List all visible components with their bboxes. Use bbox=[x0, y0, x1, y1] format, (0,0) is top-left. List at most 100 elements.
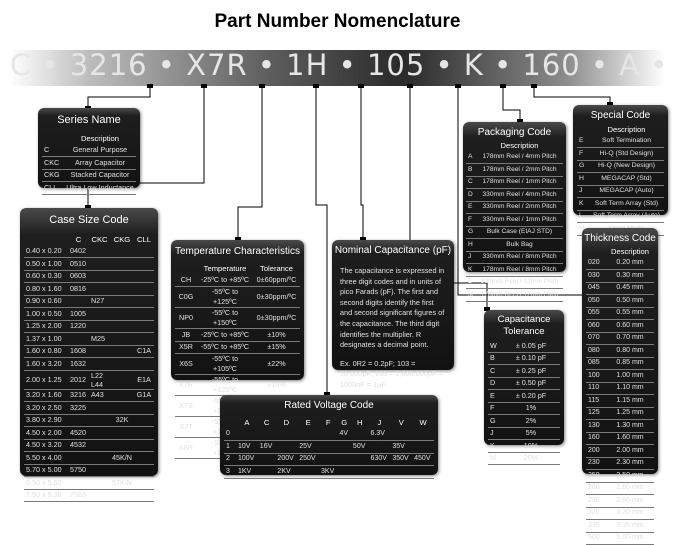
table-cell: 3.80 x 2.90 bbox=[24, 414, 68, 427]
table-cell bbox=[390, 465, 413, 479]
table-cell: 4.50 x 3.20 bbox=[24, 439, 68, 452]
nominal-capacitance-description: The capacitance is expressed in three di… bbox=[340, 266, 445, 350]
table-cell bbox=[89, 357, 110, 371]
table-cell: 1.15 mm bbox=[606, 394, 654, 408]
table-header-cell: J bbox=[377, 417, 382, 427]
table-cell: 5.50 x 4.00 bbox=[24, 451, 68, 465]
table-cell: 1.37 x 1.00 bbox=[24, 332, 68, 346]
table-cell: F bbox=[466, 213, 476, 227]
table-cell: Soft Termination bbox=[589, 135, 664, 148]
table-row: X6S-55ºC to +105ºC±22% bbox=[175, 353, 300, 375]
table-cell: M bbox=[466, 288, 476, 302]
table-cell: 030 bbox=[586, 269, 606, 283]
table-cell: -55ºC to +150ºC bbox=[197, 307, 253, 329]
rated-voltage-title: Rated Voltage Code bbox=[284, 400, 374, 411]
table-cell: 1632 bbox=[68, 357, 89, 371]
table-cell bbox=[319, 440, 338, 454]
table-cell: 7563 bbox=[68, 489, 89, 502]
table-cell: K bbox=[466, 263, 476, 277]
table-cell: 2.90 mm bbox=[606, 494, 654, 508]
table-header-row: Description bbox=[577, 124, 664, 136]
table-cell bbox=[257, 465, 276, 479]
table-cell: K bbox=[488, 439, 502, 453]
table-cell bbox=[133, 401, 154, 415]
table-header-row: Description bbox=[42, 133, 136, 145]
table-cell bbox=[110, 345, 134, 358]
table-cell bbox=[350, 465, 369, 479]
table-cell: 3KV bbox=[319, 465, 338, 479]
table-header-cell bbox=[577, 124, 589, 136]
table-cell: MEGACAP (Auto) bbox=[589, 185, 664, 198]
table-cell bbox=[89, 476, 110, 490]
table-cell: 7.50 x 6.30 bbox=[24, 489, 68, 502]
table-cell: 1005 bbox=[68, 307, 89, 321]
table-cell: C bbox=[42, 144, 64, 157]
table-cell: 1.60 x 3.20 bbox=[24, 357, 68, 371]
table-cell: A43 bbox=[89, 389, 110, 402]
table-cell: 2.30 mm bbox=[606, 457, 654, 470]
table-cell: 178mm Reel / 1mm Pitch bbox=[476, 176, 563, 189]
table-cell bbox=[133, 282, 154, 296]
table-cell: B bbox=[466, 163, 476, 177]
table-cell: 100 bbox=[586, 369, 606, 383]
table-cell: L bbox=[466, 276, 476, 289]
table-cell: ± 0.10 pF bbox=[502, 352, 560, 365]
table-cell: -55ºC to +125ºC bbox=[197, 286, 253, 308]
table-cell bbox=[337, 440, 351, 454]
table-cell: NP0 bbox=[175, 307, 197, 329]
table-cell: 0.55 mm bbox=[606, 307, 654, 320]
table-cell: H bbox=[577, 172, 589, 186]
part-number-code: C • 3216 • X7R • 1H • 105 • K • 160 • A … bbox=[10, 48, 675, 82]
table-cell bbox=[89, 320, 110, 333]
table-cell bbox=[110, 489, 134, 502]
table-cell: E1A bbox=[133, 370, 154, 390]
table-cell: 5.70 x 5.00 bbox=[24, 464, 68, 477]
table-header-cell: F bbox=[325, 417, 331, 427]
table-row: D± 0.50 pF bbox=[488, 377, 560, 390]
table-cell bbox=[110, 389, 134, 402]
table-cell bbox=[89, 451, 110, 465]
table-header-cell: Description bbox=[611, 246, 649, 256]
table-cell bbox=[257, 453, 276, 466]
table-cell: 0±30ppm/ºC bbox=[253, 286, 300, 308]
table-cell: 0.60 mm bbox=[606, 319, 654, 333]
table-cell: ±22% bbox=[253, 353, 300, 375]
nominal-capacitance-panel: Nominal Capacitance (pF) The capacitance… bbox=[332, 240, 454, 389]
table-cell: X8R bbox=[175, 437, 197, 459]
table-cell: 085 bbox=[586, 357, 606, 370]
table-cell: 57K/N bbox=[110, 476, 134, 490]
table-cell: Hi-Q (Std Design) bbox=[589, 147, 664, 161]
table-cell bbox=[412, 465, 434, 479]
table-cell: Ultra Low Inductance bbox=[64, 181, 136, 195]
table-header-row: Description bbox=[586, 246, 654, 258]
table-cell: 1 bbox=[224, 440, 236, 454]
table-cell bbox=[297, 465, 320, 479]
table-cell: 45K/N bbox=[110, 451, 134, 465]
table-header-cell: A bbox=[244, 417, 250, 427]
table-cell: 0402 bbox=[68, 245, 89, 258]
table-cell: C bbox=[466, 176, 476, 189]
table-cell bbox=[133, 414, 154, 427]
table-cell: 0.50 mm bbox=[606, 294, 654, 308]
table-cell bbox=[110, 282, 134, 296]
table-cell bbox=[89, 257, 110, 271]
